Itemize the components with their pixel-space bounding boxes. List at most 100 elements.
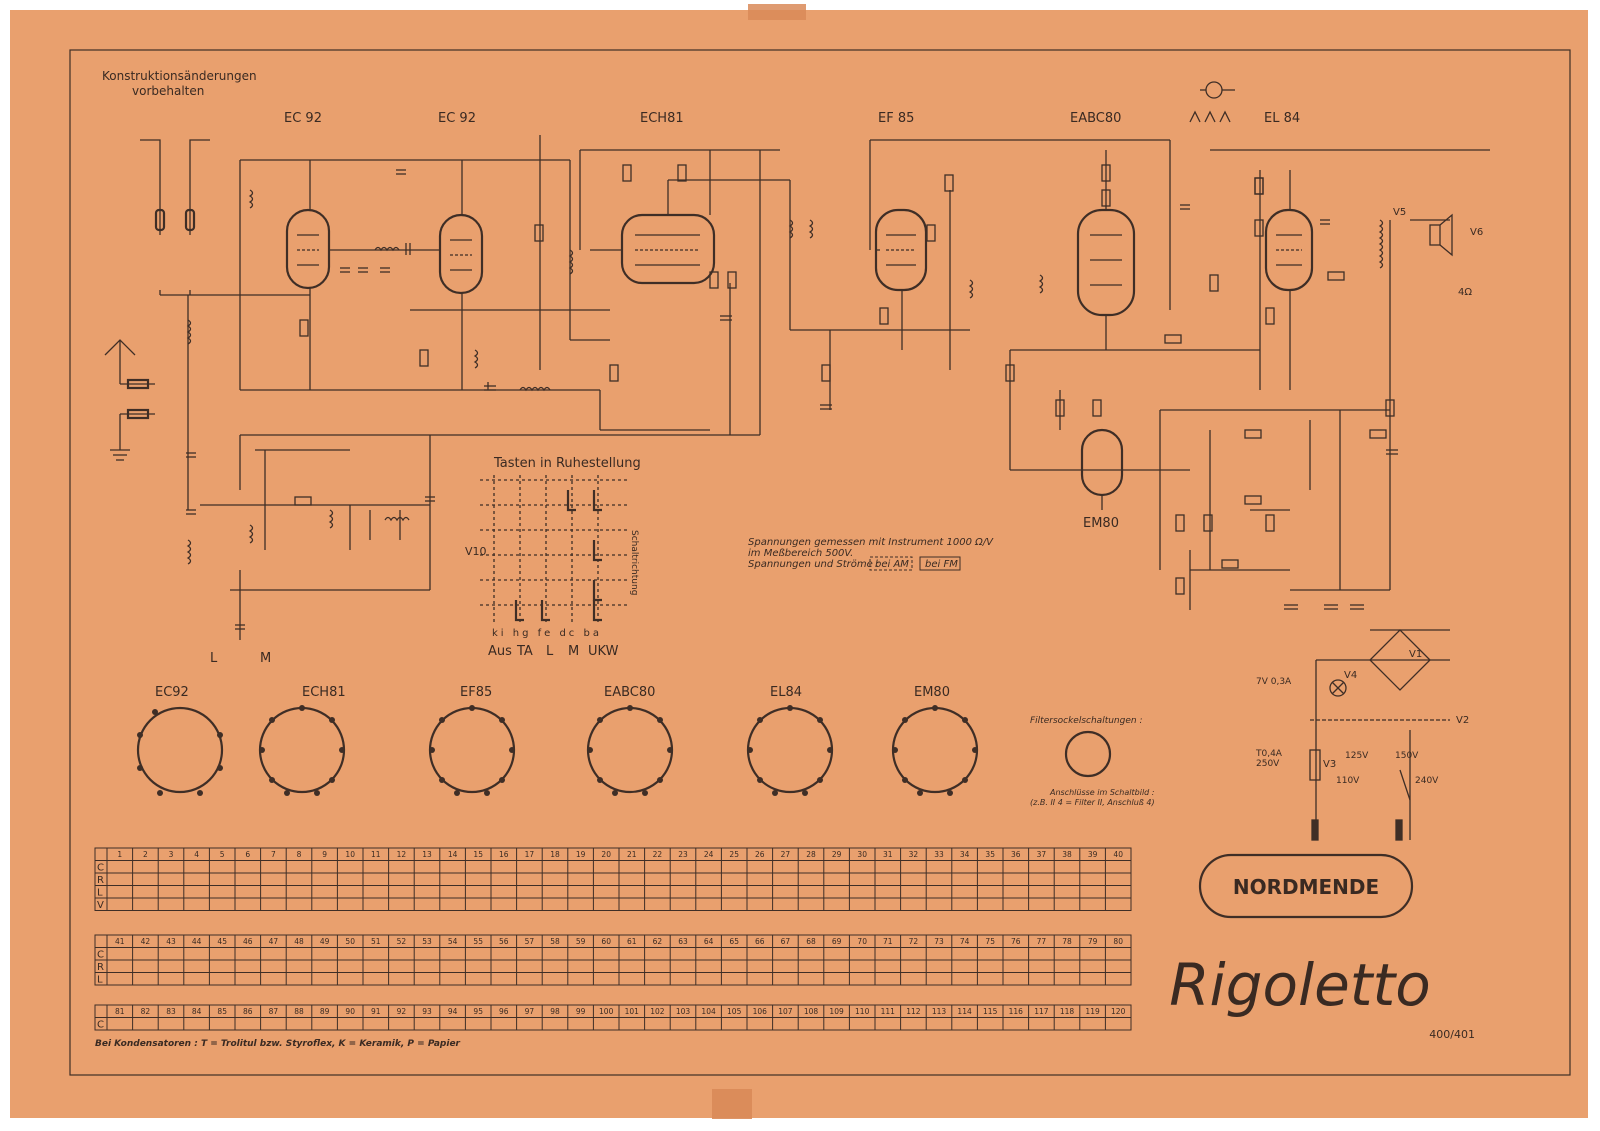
table-col-number: 74	[960, 937, 970, 946]
table-col-number: 83	[166, 1007, 176, 1016]
measurement-am: bei AM	[875, 559, 909, 570]
switch-contacts-label: ki hg fe dc ba	[492, 628, 602, 639]
table-col-number: 67	[781, 937, 791, 946]
table-col-number: 55	[473, 937, 483, 946]
table-col-number: 77	[1037, 937, 1047, 946]
table-col-number: 30	[857, 850, 867, 859]
tap-150: 150V	[1395, 751, 1419, 761]
table-col-number: 1	[117, 850, 122, 859]
table-col-number: 31	[883, 850, 893, 859]
table-col-number: 56	[499, 937, 509, 946]
table-col-number: 2	[143, 850, 148, 859]
table-col-number: 25	[729, 850, 739, 859]
rectifier-v1: V1	[1409, 649, 1422, 660]
tube-electrodes	[297, 234, 1302, 286]
table-col-number: 107	[778, 1007, 793, 1016]
table-col-number: 34	[960, 850, 970, 859]
table-col-number: 93	[422, 1007, 432, 1016]
tube-label: ECH81	[640, 111, 684, 126]
table-col-number: 119	[1085, 1007, 1100, 1016]
filter-note1: Anschlüsse im Schaltbild :	[1049, 788, 1155, 797]
antenna-coil-bodies	[126, 208, 196, 420]
table-col-number: 14	[448, 850, 458, 859]
table-col-number: 75	[985, 937, 995, 946]
table-col-number: 3	[169, 850, 174, 859]
table-col-number: 23	[678, 850, 688, 859]
table-col-number: 70	[857, 937, 867, 946]
tube-label: EC 92	[438, 111, 476, 126]
socket-label: ECH81	[302, 685, 346, 700]
table-col-number: 47	[269, 937, 279, 946]
table-col-number: 108	[804, 1007, 819, 1016]
left-label-l: L	[210, 651, 218, 666]
table-col-number: 35	[985, 850, 995, 859]
table-col-number: 115	[983, 1007, 998, 1016]
table-col-number: 18	[550, 850, 560, 859]
table-col-number: 7	[271, 850, 276, 859]
tube-label: EABC80	[1070, 111, 1121, 126]
table-col-number: 88	[294, 1007, 304, 1016]
table-col-number: 53	[422, 937, 432, 946]
brand-badge	[1198, 853, 1414, 919]
table-col-number: 87	[269, 1007, 279, 1016]
table-col-number: 111	[881, 1007, 896, 1016]
socket-label: EM80	[914, 685, 950, 700]
wiring	[140, 135, 1490, 840]
table-col-number: 46	[243, 937, 253, 946]
speaker-icon	[1429, 213, 1453, 257]
table-col-number: 79	[1088, 937, 1098, 946]
table-col-number: 26	[755, 850, 765, 859]
table-col-number: 8	[297, 850, 302, 859]
table-col-number: 118	[1060, 1007, 1075, 1016]
table-row-label: R	[97, 962, 104, 973]
tap-110: 110V	[1336, 776, 1360, 786]
table-col-number: 101	[625, 1007, 640, 1016]
table-col-number: 51	[371, 937, 381, 946]
fuse-label-2: 250V	[1256, 759, 1280, 769]
table-col-number: 39	[1088, 850, 1098, 859]
table-col-number: 105	[727, 1007, 742, 1016]
table-col-number: 41	[115, 937, 125, 946]
brand-name: NORDMENDE	[1233, 875, 1379, 899]
frame-border	[69, 49, 1571, 1076]
switch-label-ta: TA	[516, 644, 533, 659]
antenna-icon	[104, 339, 155, 461]
transformer-v2: V2	[1456, 715, 1469, 726]
table-col-number: 86	[243, 1007, 253, 1016]
measurement-line1: Spannungen gemessen mit Instrument 1000 …	[748, 537, 994, 548]
table-col-number: 116	[1009, 1007, 1024, 1016]
measurement-fm: bei FM	[925, 559, 958, 570]
switch-title: Tasten in Ruhestellung	[493, 456, 641, 471]
table-col-number: 10	[345, 850, 355, 859]
table-col-number: 80	[1113, 937, 1123, 946]
measurement-line3: Spannungen und Ströme :	[748, 559, 879, 570]
speaker-v6: V6	[1470, 227, 1483, 238]
table-col-number: 44	[192, 937, 202, 946]
note-line2: vorbehalten	[132, 84, 204, 98]
tap-240: 240V	[1415, 776, 1439, 786]
capacitors	[186, 169, 1398, 630]
table-col-number: 90	[345, 1007, 355, 1016]
filter-title: Filtersockelschaltungen :	[1030, 716, 1142, 726]
table-col-number: 71	[883, 937, 893, 946]
table-col-number: 24	[704, 850, 714, 859]
table-col-number: 117	[1034, 1007, 1049, 1016]
table-row-label: L	[97, 888, 103, 899]
table-col-number: 73	[934, 937, 944, 946]
table-col-number: 29	[832, 850, 842, 859]
table-col-number: 52	[397, 937, 407, 946]
tube-envelope	[285, 208, 1314, 497]
table-col-number: 42	[141, 937, 151, 946]
table-row-label: L	[97, 975, 103, 986]
table-col-number: 11	[371, 850, 381, 859]
speaker-ohm: 4Ω	[1458, 287, 1472, 298]
table-col-number: 91	[371, 1007, 381, 1016]
table-col-number: 32	[909, 850, 919, 859]
socket-label: EL84	[770, 685, 802, 700]
table-col-number: 27	[781, 850, 791, 859]
switch-v10: V10	[465, 545, 487, 558]
lamp-label: 7V 0,3A	[1256, 677, 1292, 687]
switch-label-l: L	[546, 644, 554, 659]
table-col-number: 89	[320, 1007, 330, 1016]
